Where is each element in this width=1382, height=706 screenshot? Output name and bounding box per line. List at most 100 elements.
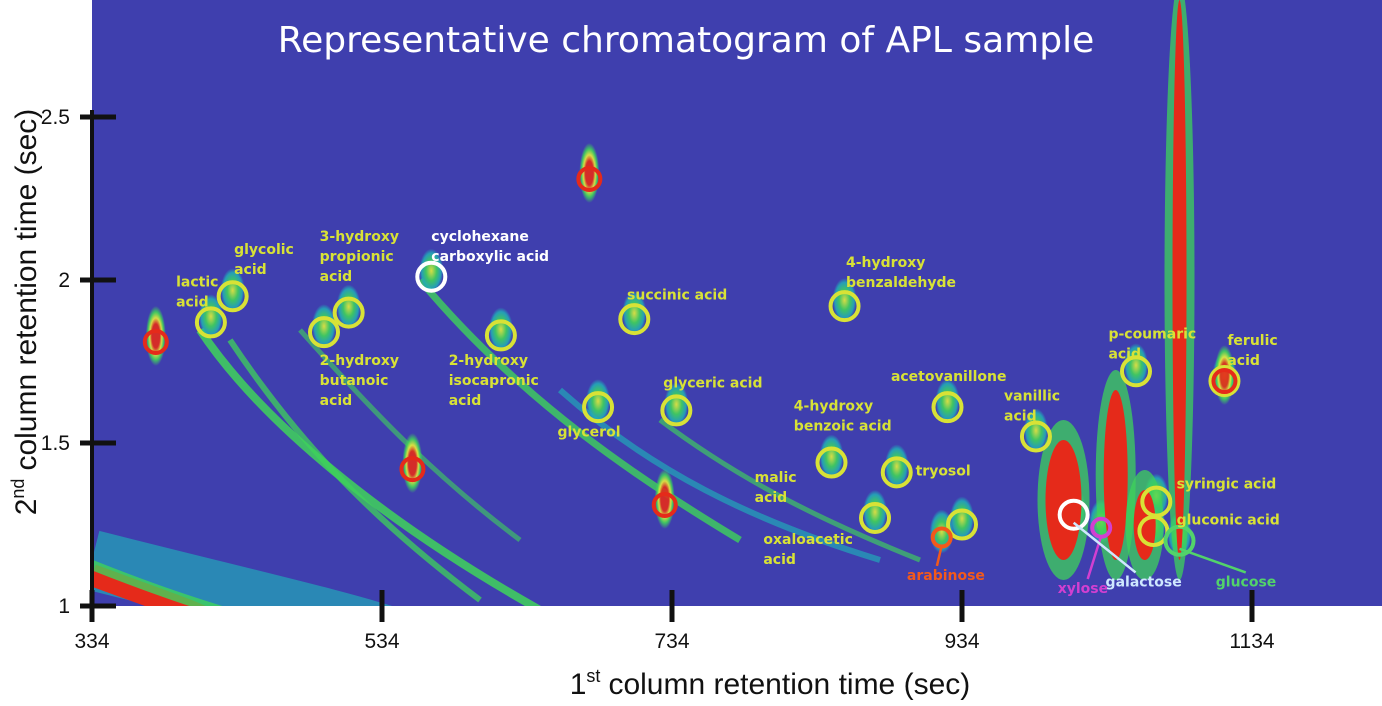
axes: [90, 110, 94, 618]
label-line: benzoic acid: [794, 418, 892, 434]
label-galactose: galactose: [1106, 574, 1182, 590]
peak-blob: [832, 278, 857, 323]
label-line: xylose: [1058, 581, 1108, 597]
y-tick-label: 1: [58, 595, 70, 618]
peak-marker-2-hydroxy-butanoic-acid: [308, 316, 340, 349]
label-line: acid: [449, 393, 482, 409]
label-arabinose: arabinose: [907, 568, 985, 584]
peak-marker-glycerol: [582, 391, 615, 424]
label-vanillic-acid: vanillic acid: [1004, 389, 1060, 425]
peak-blob: [336, 284, 361, 329]
label-line: 4-hydroxy: [794, 398, 873, 414]
peak-blob: [419, 248, 444, 293]
label-3-hydroxy-propionic-acid: 3-hydroxy propionic acid: [320, 229, 399, 285]
peak-marker-glycolic-acid: [216, 280, 249, 313]
leader-line: [1179, 547, 1247, 574]
y-tick-label: 2: [58, 269, 70, 292]
peak-marker-tryosol: [880, 456, 913, 489]
label-2-hydroxy-isocapronic-acid: 2-hydroxy isocapronic acid: [449, 353, 539, 409]
x-tick-label: 1134: [1229, 630, 1274, 653]
bleed-band-3: [92, 560, 223, 606]
x-tick-label: 334: [74, 630, 109, 653]
peak-blob: [220, 268, 245, 313]
peak-marker-lactic-acid: [194, 306, 227, 339]
peak-marker: [142, 328, 169, 355]
peak-blob: [312, 304, 336, 349]
bleed-band-2: [92, 564, 207, 606]
label-line: ferulic: [1227, 333, 1277, 349]
label-line: 3-hydroxy: [320, 229, 399, 245]
peak-marker-succinic-acid: [618, 303, 651, 336]
peak-marker-3-hydroxy-propionic-acid: [332, 296, 365, 329]
x-tick-label: 734: [654, 630, 689, 653]
label-line: glucose: [1216, 574, 1277, 590]
label-line: succinic acid: [627, 288, 727, 304]
peak-blob: [863, 489, 887, 534]
peak-marker-oxaloacetic-acid: [946, 508, 978, 541]
peak-blob: [488, 307, 513, 352]
label-line: 2-hydroxy: [449, 353, 528, 369]
peak-blob: [884, 444, 909, 489]
peak-marker-galactose: [1057, 498, 1090, 531]
label-4-hydroxy-benzoic-acid: 4-hydroxy benzoic acid: [794, 398, 892, 434]
peak-marker-4-hydroxy-benzoic-acid: [815, 446, 848, 479]
tail-streak-2: [227, 338, 482, 603]
label-line: oxaloacetic: [763, 532, 853, 548]
label-line: acid: [1004, 409, 1037, 425]
peak-blob: [950, 496, 974, 541]
label-line: vanillic: [1004, 389, 1060, 405]
major-peak-core: [1133, 490, 1156, 560]
peak-marker: [576, 165, 603, 192]
label-line: acid: [320, 393, 353, 409]
label-line: propionic: [320, 249, 394, 265]
x-axis-label-number: 1: [570, 668, 587, 701]
y-tick-label: 1.5: [41, 432, 70, 455]
label-line: isocapronic: [449, 373, 539, 389]
label-line: acid: [234, 262, 267, 278]
label-line: acid: [1227, 353, 1260, 369]
y-axis-ticks: 11.522.5: [41, 106, 116, 618]
peak-blob: [198, 294, 223, 339]
label-line: lactic: [176, 275, 218, 291]
label-line: cyclohexane: [431, 229, 529, 245]
peak-blob: [819, 434, 844, 479]
peak-marker: [651, 491, 678, 518]
label-glyceric-acid: glyceric acid: [663, 376, 762, 392]
peak-marker-malic-acid: [859, 501, 891, 534]
label-xylose: xylose: [1058, 581, 1108, 597]
label-line: tryosol: [916, 464, 971, 480]
label-line: galactose: [1106, 574, 1182, 590]
label-glucose: glucose: [1216, 574, 1277, 590]
x-tick-label: 934: [944, 630, 979, 653]
label-line: gluconic acid: [1177, 513, 1280, 529]
peak-blob: [1124, 343, 1148, 388]
label-syringic-acid: syringic acid: [1177, 477, 1277, 493]
peak-marker-acetovanillone: [931, 391, 964, 424]
tail-streak-3: [417, 277, 742, 544]
x-axis-label-superscript: st: [586, 666, 600, 686]
label-glycolic-acid: glycolic acid: [234, 242, 294, 278]
label-line: acid: [1108, 347, 1141, 363]
label-line: glycolic: [234, 242, 294, 258]
leader-line: [1072, 521, 1137, 574]
label-line: glycerol: [557, 424, 620, 440]
peak-markers: [142, 165, 1241, 557]
label-line: syringic acid: [1177, 477, 1277, 493]
label-line: arabinose: [907, 568, 985, 584]
major-peak-core: [1103, 390, 1128, 560]
label-ferulic-acid: ferulic acid: [1227, 333, 1277, 369]
label-line: acetovanillone: [891, 369, 1007, 385]
label-acetovanillone: acetovanillone: [891, 369, 1007, 385]
label-line: acid: [320, 269, 353, 285]
label-line: 4-hydroxy: [846, 255, 925, 271]
label-succinic-acid: succinic acid: [627, 288, 727, 304]
column-bleed-bands: [92, 277, 921, 606]
chart-title: Representative chromatogram of APL sampl…: [278, 20, 1094, 61]
